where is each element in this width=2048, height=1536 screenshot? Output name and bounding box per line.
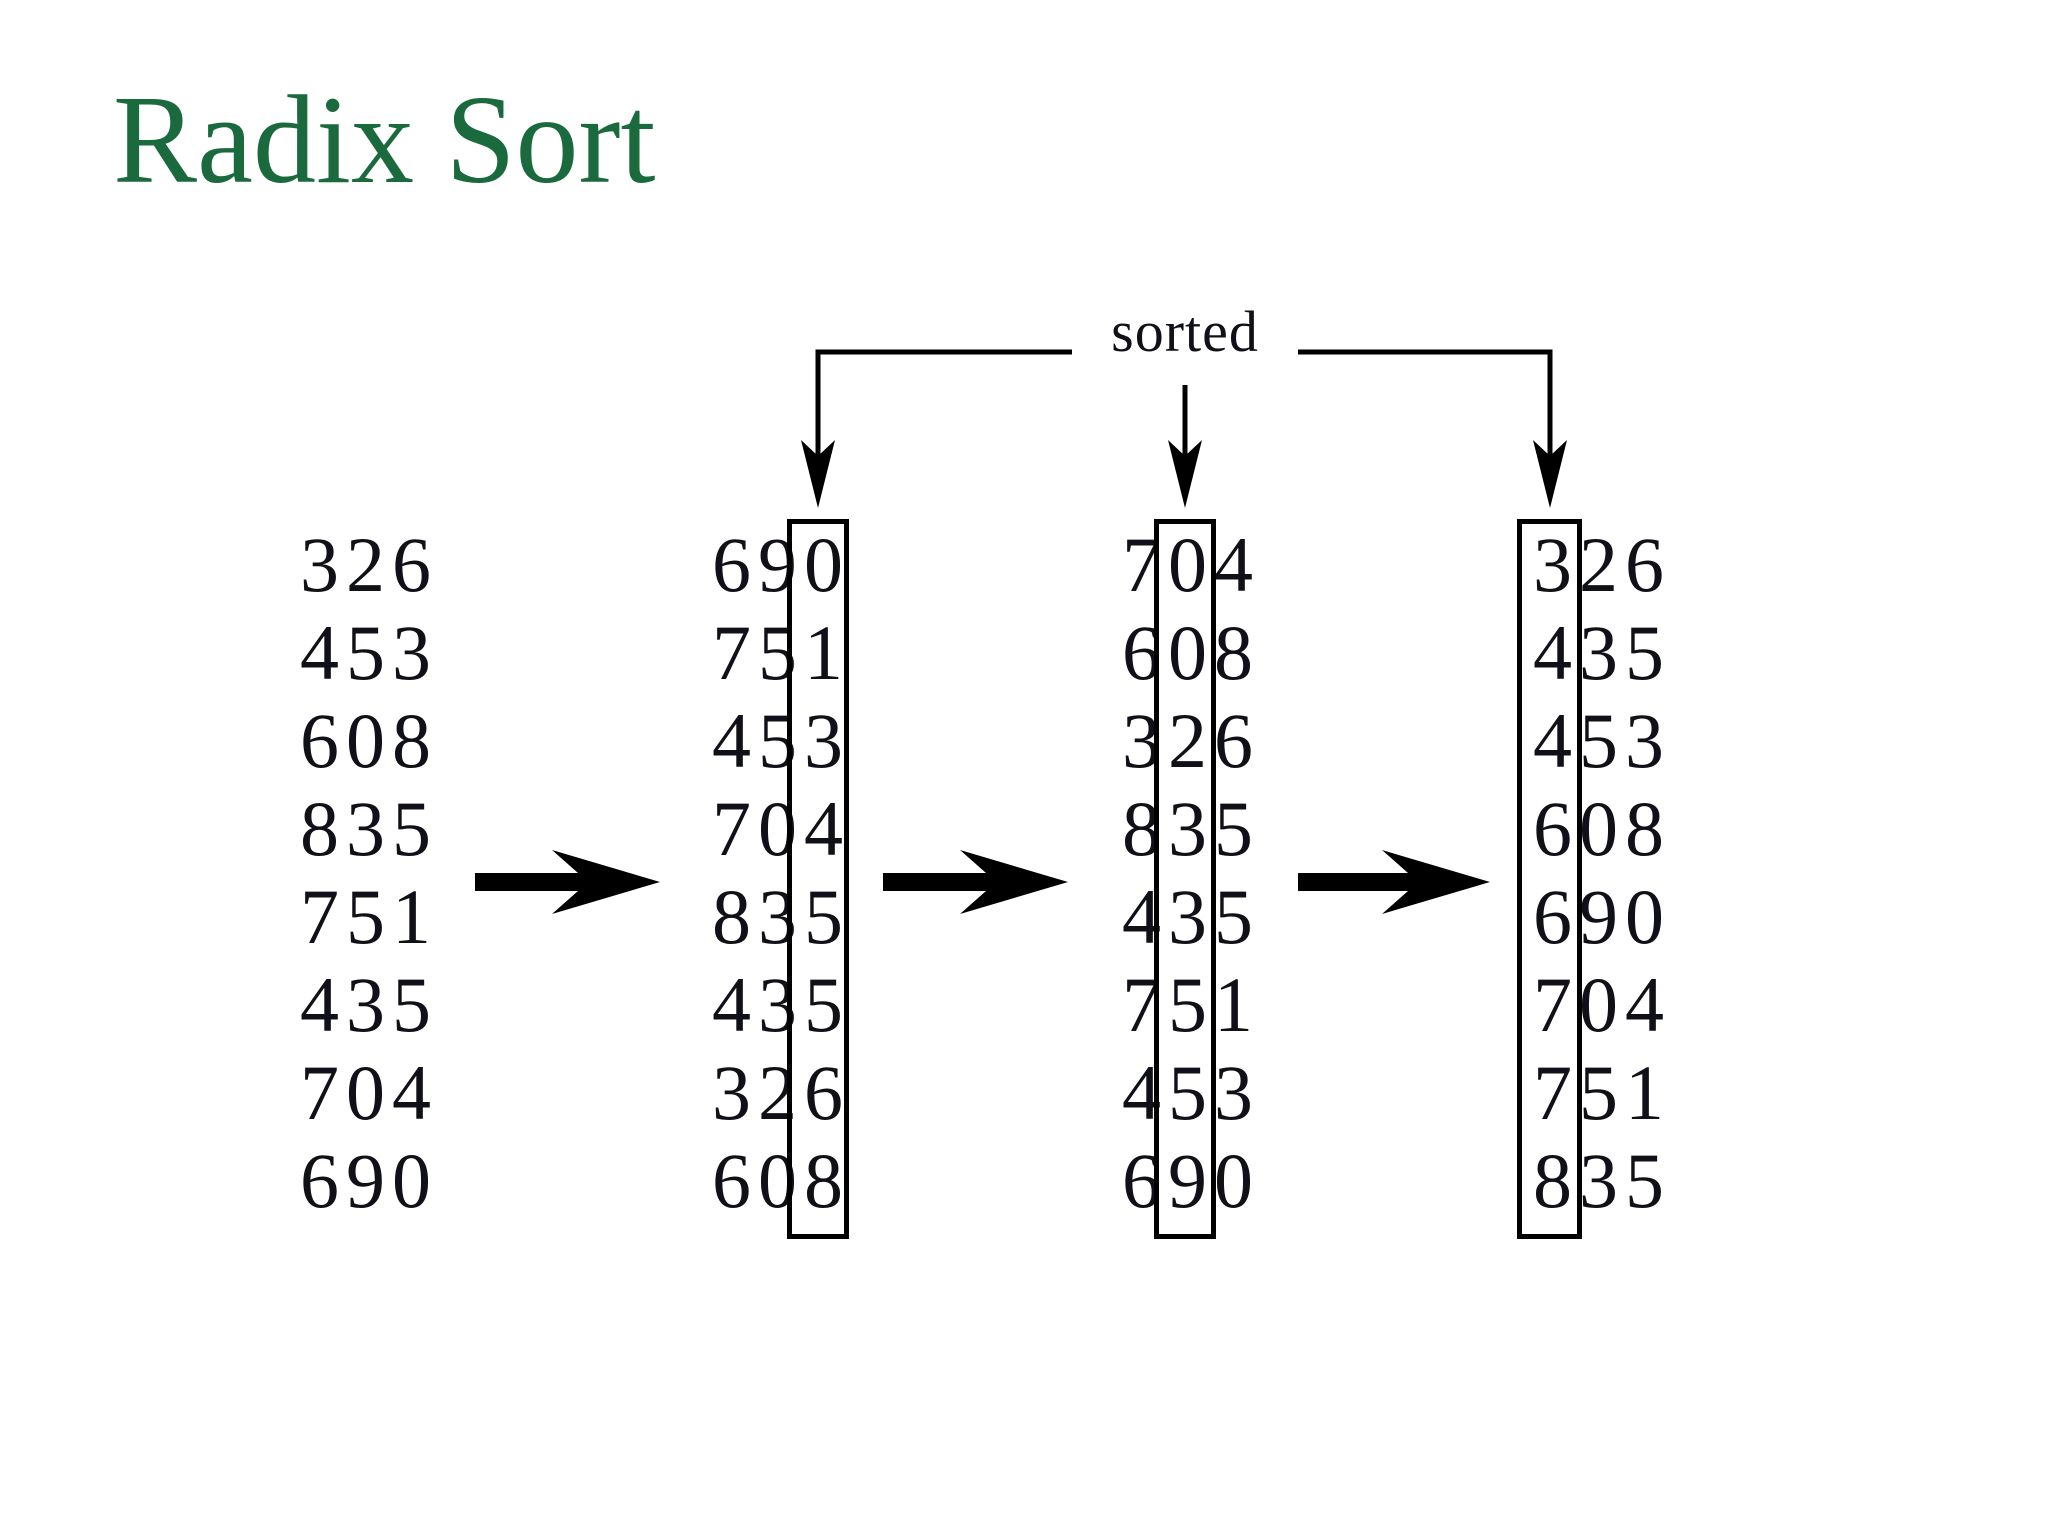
- number-cell: 704: [1533, 961, 1671, 1048]
- number-cell: 751: [300, 873, 438, 960]
- sorted-bracket-right-line: [1298, 349, 1553, 462]
- number-cell: 326: [712, 1049, 850, 1136]
- number-cell: 690: [1122, 1137, 1260, 1224]
- number-cell: 608: [300, 697, 438, 784]
- number-column-pass3: 326 435 453 608 690 704 751 835: [1533, 521, 1671, 1225]
- digit-box-tens: [1154, 519, 1216, 1239]
- digit-box-hundreds: [1517, 519, 1582, 1239]
- pass-arrow-icon: [475, 850, 660, 914]
- number-cell: 704: [712, 785, 850, 872]
- number-cell: 751: [1533, 1049, 1671, 1136]
- sorted-label: sorted: [1111, 299, 1259, 364]
- number-cell: 608: [1533, 785, 1671, 872]
- number-cell: 690: [712, 521, 850, 608]
- down-arrow-icon: [1168, 440, 1202, 508]
- number-cell: 326: [300, 521, 438, 608]
- number-cell: 704: [300, 1049, 438, 1136]
- number-cell: 835: [300, 785, 438, 872]
- number-cell: 690: [1533, 873, 1671, 960]
- number-cell: 326: [1122, 697, 1260, 784]
- number-cell: 835: [712, 873, 850, 960]
- number-cell: 435: [1122, 873, 1260, 960]
- down-arrow-icon: [1533, 440, 1567, 508]
- number-column-pass2: 704 608 326 835 435 751 453 690: [1122, 521, 1260, 1225]
- down-arrow-icon: [801, 440, 835, 508]
- number-cell: 608: [1122, 609, 1260, 696]
- number-cell: 751: [712, 609, 850, 696]
- number-cell: 704: [1122, 521, 1260, 608]
- number-cell: 435: [712, 961, 850, 1048]
- number-cell: 835: [1122, 785, 1260, 872]
- number-cell: 453: [712, 697, 850, 784]
- number-cell: 690: [300, 1137, 438, 1224]
- number-cell: 326: [1533, 521, 1671, 608]
- number-cell: 453: [300, 609, 438, 696]
- sorted-bracket-left-line: [815, 349, 1072, 462]
- number-cell: 435: [1533, 609, 1671, 696]
- number-cell: 608: [712, 1137, 850, 1224]
- number-cell: 435: [300, 961, 438, 1048]
- number-column-pass1: 690 751 453 704 835 435 326 608: [712, 521, 850, 1225]
- pass-arrow-icon: [1298, 850, 1490, 914]
- page-title: Radix Sort: [113, 71, 656, 210]
- number-cell: 835: [1533, 1137, 1671, 1224]
- number-cell: 453: [1533, 697, 1671, 784]
- pass-arrow-icon: [883, 850, 1068, 914]
- number-column-initial: 326 453 608 835 751 435 704 690: [300, 521, 438, 1225]
- digit-box-ones: [787, 519, 849, 1239]
- number-cell: 751: [1122, 961, 1260, 1048]
- number-cell: 453: [1122, 1049, 1260, 1136]
